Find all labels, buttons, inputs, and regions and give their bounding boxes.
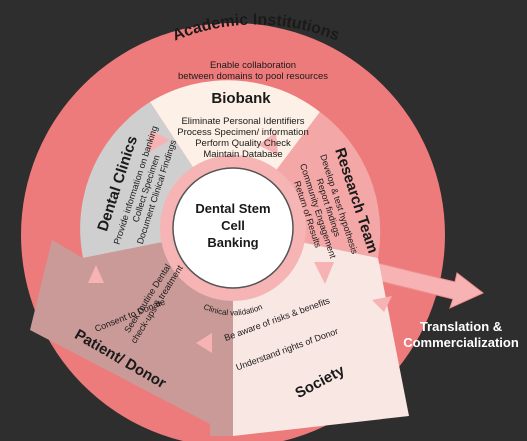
center-line2: Cell [221,218,245,233]
biobank-item-1: Eliminate Personal Identifiers [181,116,304,127]
biobank-title: Biobank [211,90,271,107]
center-line1: Dental Stem [195,201,270,216]
arrow-research-down [314,262,334,284]
translation-line1: Translation & [420,319,502,334]
arrow-society-to-donor [196,333,212,353]
arrow-research-to-society [372,296,392,312]
biobank-item-2: Process Specimen/ information [177,127,308,138]
center-circle [172,167,294,289]
academic-line1: Enable collaboration [210,60,296,71]
center-line3: Banking [207,235,258,250]
biobank-sector [150,80,320,228]
arrow-clinic-to-biobank [148,130,170,153]
flow-arrows [88,130,392,353]
translation-line2: Commercialization [403,335,519,350]
arrow-biobank-to-research [258,132,278,155]
biobank-item-3: Perform Quality Check [195,138,291,149]
academic-line2: between domains to pool resources [178,71,328,82]
biobank-item-4: Maintain Database [203,149,282,160]
arrow-donor-to-clinic [88,265,104,283]
